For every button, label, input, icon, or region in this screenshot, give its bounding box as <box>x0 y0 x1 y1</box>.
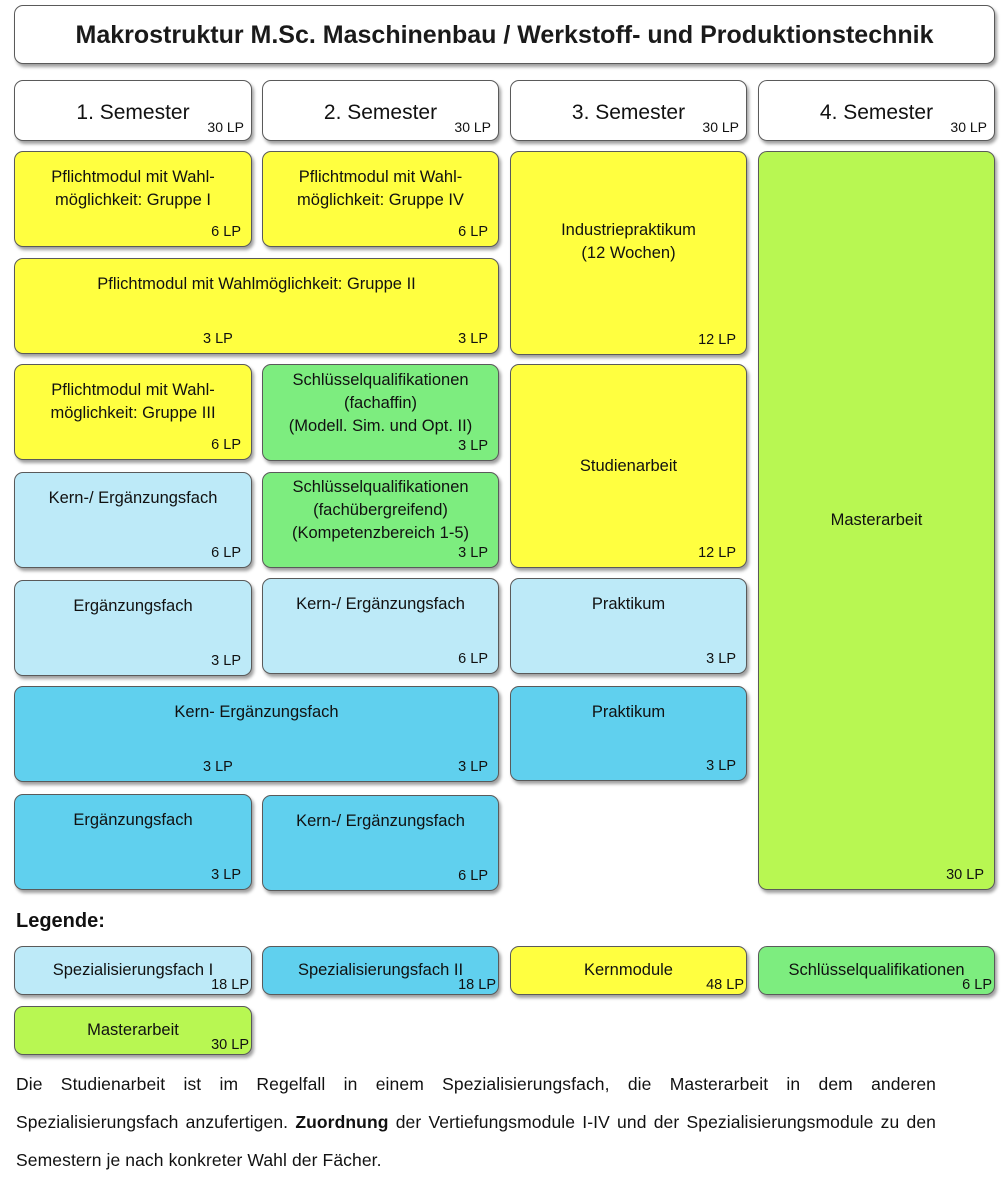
legend-title: Legende: <box>16 910 105 932</box>
module-label: Ergänzungsfach <box>73 597 193 615</box>
module-lp: 3 LP <box>706 758 736 774</box>
module-lp: 6 LP <box>458 651 488 667</box>
module-praktikum-1: Praktikum 3 LP <box>510 578 747 674</box>
module-label: Pflichtmodul mit Wahl- möglichkeit: Grup… <box>297 168 464 209</box>
module-lp: 6 LP <box>211 545 241 561</box>
semester-label: 3. Semester <box>571 101 686 124</box>
legend-item-kernmodule: Kernmodule 48 LP <box>510 946 747 995</box>
module-lp: 3 LP <box>458 545 488 561</box>
module-ergaenzung-2: Ergänzungsfach 3 LP <box>14 794 252 890</box>
semester-label: 2. Semester <box>323 101 438 124</box>
module-lp: 6 LP <box>458 224 488 240</box>
module-gruppe-4: Pflichtmodul mit Wahl- möglichkeit: Grup… <box>262 151 499 247</box>
module-lp: 12 LP <box>698 545 736 561</box>
module-label: Studienarbeit <box>579 457 678 475</box>
legend-label: Kernmodule <box>584 961 673 979</box>
page-title: Makrostruktur M.Sc. Maschinenbau / Werks… <box>75 21 934 49</box>
module-lp: 3 LP <box>706 651 736 667</box>
footnote-emphasis: Zuordnung <box>295 1112 389 1132</box>
semester-label: 4. Semester <box>819 101 934 124</box>
footnote-text: Die Studienarbeit ist im Regelfall in ei… <box>16 1074 936 1132</box>
semester-label: 1. Semester <box>76 101 190 124</box>
semester-header-1: 1. Semester 30 LP <box>14 80 252 141</box>
module-kern-ergaenzung-3: Kern-/ Ergänzungsfach 6 LP <box>262 795 499 891</box>
module-kern-ergaenzung-1: Kern-/ Ergänzungsfach 6 LP <box>14 472 252 568</box>
module-gruppe-2: Pflichtmodul mit Wahlmöglichkeit: Gruppe… <box>14 258 499 354</box>
module-label: Ergänzungsfach <box>73 811 193 829</box>
module-label: Kern-/ Ergänzungsfach <box>296 812 465 830</box>
module-masterarbeit: Masterarbeit 30 LP <box>758 151 995 890</box>
module-lp: 12 LP <box>698 332 736 348</box>
module-lp: 3 LP <box>203 331 233 347</box>
module-lp: 3 LP <box>458 331 488 347</box>
legend-item-spezialisierungsfach-2: Spezialisierungsfach II 18 LP <box>262 946 499 995</box>
module-lp: 30 LP <box>946 867 984 883</box>
module-label: Kern- Ergänzungsfach <box>174 703 339 721</box>
module-gruppe-3: Pflichtmodul mit Wahl- möglichkeit: Grup… <box>14 364 252 460</box>
semester-header-3: 3. Semester 30 LP <box>510 80 747 141</box>
module-lp: 6 LP <box>211 437 241 453</box>
module-lp: 6 LP <box>211 224 241 240</box>
legend-lp: 6 LP <box>962 977 992 993</box>
module-lp: 6 LP <box>458 868 488 884</box>
semester-lp: 30 LP <box>950 119 987 135</box>
legend-item-schluesselqualifikationen: Schlüsselqualifikationen 6 LP <box>758 946 995 995</box>
semester-lp: 30 LP <box>207 119 244 135</box>
module-label: Schlüsselqualifikationen (fachaffin) (Mo… <box>288 371 473 435</box>
module-lp: 3 LP <box>458 438 488 454</box>
module-praktikum-2: Praktikum 3 LP <box>510 686 747 781</box>
module-ergaenzung-1: Ergänzungsfach 3 LP <box>14 580 252 676</box>
legend-lp: 48 LP <box>706 977 744 993</box>
semester-lp: 30 LP <box>702 119 739 135</box>
semester-header-4: 4. Semester 30 LP <box>758 80 995 141</box>
module-kern-ergaenzung-2: Kern-/ Ergänzungsfach 6 LP <box>262 578 499 674</box>
legend-label: Spezialisierungsfach I <box>52 961 214 979</box>
module-sq-fachaffin: Schlüsselqualifikationen (fachaffin) (Mo… <box>262 364 499 461</box>
module-label: Praktikum <box>591 703 666 721</box>
module-lp: 3 LP <box>211 653 241 669</box>
module-sq-fachuebergreifend: Schlüsselqualifikationen (fachübergreife… <box>262 472 499 568</box>
module-label: Schlüsselqualifikationen (fachübergreife… <box>291 478 469 542</box>
module-label: Praktikum <box>591 595 666 613</box>
module-label: Kern-/ Ergänzungsfach <box>296 595 465 613</box>
legend-lp: 30 LP <box>211 1037 249 1053</box>
module-label: Pflichtmodul mit Wahl- möglichkeit: Grup… <box>51 168 215 209</box>
legend-lp: 18 LP <box>458 977 496 993</box>
legend-item-spezialisierungsfach-1: Spezialisierungsfach I 18 LP <box>14 946 252 995</box>
semester-header-2: 2. Semester 30 LP <box>262 80 499 141</box>
legend-label: Schlüsselqualifikationen <box>788 961 965 979</box>
module-label: Industriepraktikum (12 Wochen) <box>561 221 696 262</box>
module-label: Kern-/ Ergänzungsfach <box>48 489 218 507</box>
semester-lp: 30 LP <box>454 119 491 135</box>
legend-lp: 18 LP <box>211 977 249 993</box>
module-lp: 3 LP <box>203 759 233 775</box>
legend-label: Spezialisierungsfach II <box>297 961 464 979</box>
legend-item-masterarbeit: Masterarbeit 30 LP <box>14 1006 252 1055</box>
legend-label: Masterarbeit <box>87 1021 179 1039</box>
title-box: Makrostruktur M.Sc. Maschinenbau / Werks… <box>14 5 995 64</box>
module-gruppe-1: Pflichtmodul mit Wahl- möglichkeit: Grup… <box>14 151 252 247</box>
module-label: Masterarbeit <box>830 511 923 529</box>
module-lp: 3 LP <box>211 867 241 883</box>
module-industriepraktikum: Industriepraktikum (12 Wochen) 12 LP <box>510 151 747 355</box>
module-studienarbeit: Studienarbeit 12 LP <box>510 364 747 568</box>
module-kern-ergaenzung-wide: Kern- Ergänzungsfach 3 LP 3 LP <box>14 686 499 782</box>
module-label: Pflichtmodul mit Wahl- möglichkeit: Grup… <box>50 381 216 422</box>
footnote: Die Studienarbeit ist im Regelfall in ei… <box>16 1065 936 1179</box>
module-label: Pflichtmodul mit Wahlmöglichkeit: Gruppe… <box>97 275 416 293</box>
footnote-text: der Vertiefungsmodule I-IV und der Spezi… <box>16 1112 936 1170</box>
module-lp: 3 LP <box>458 759 488 775</box>
